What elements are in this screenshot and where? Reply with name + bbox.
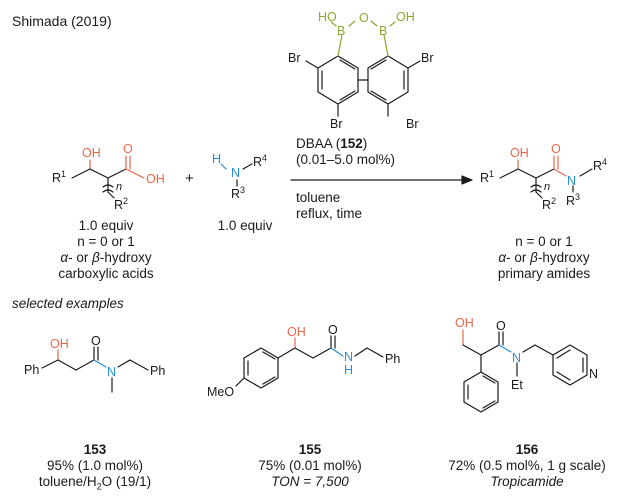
acid-structure <box>71 155 145 199</box>
section-label-selected-examples: selected examples <box>12 296 124 311</box>
amine-atom-R4: R4 <box>253 153 267 169</box>
amine-atom-N: N <box>231 166 240 180</box>
pyridine-ring <box>552 344 588 386</box>
example-153-structure <box>41 346 149 393</box>
catalyst-atom-B1: B <box>337 24 345 38</box>
catalyst-br-top-left: Br <box>288 51 301 65</box>
product-atom-N: N <box>567 174 576 188</box>
example-153-yield: 95% (1.0 mol%) <box>46 458 144 473</box>
acid-atom-O: O <box>123 142 133 156</box>
acid-atom-OH: OH <box>146 172 165 186</box>
product-class-line1: α- or β-hydroxy <box>498 250 590 265</box>
ex155-atom-O: O <box>328 323 338 337</box>
example-156-structure <box>462 329 588 413</box>
product-atom-R2: R2 <box>542 196 556 212</box>
ex156-atom-N: N <box>512 351 521 365</box>
catalyst-label: DBAA (152) <box>296 136 368 151</box>
ex153-atom-OH: OH <box>50 337 69 351</box>
product-n-values: n = 0 or 1 <box>515 234 573 249</box>
product-atom-R4: R4 <box>593 157 607 173</box>
product-atom-R3: R3 <box>566 192 580 208</box>
example-156-note: Tropicamide <box>490 474 564 489</box>
catalyst-br-bottom-right: Br <box>406 117 419 131</box>
acid-atom-OH-top: OH <box>82 146 101 160</box>
example-155-number: 155 <box>298 442 322 457</box>
product-atom-n: n <box>544 181 550 193</box>
catalyst-br-top-right: Br <box>421 51 434 65</box>
catalyst-atom-OH: OH <box>396 10 415 24</box>
amine-structure <box>220 163 253 187</box>
acid-atom-R1: R1 <box>52 169 66 185</box>
catalyst-loading: (0.01–5.0 mol%) <box>296 152 396 167</box>
example-153-number: 153 <box>83 442 107 457</box>
ex155-atom-N: N <box>344 350 353 364</box>
ex153-atom-N: N <box>107 365 116 379</box>
ex153-atom-Ph-left: Ph <box>24 363 39 377</box>
ex155-atom-Ph: Ph <box>385 352 400 366</box>
product-atom-R1: R1 <box>480 169 494 185</box>
ex153-atom-O: O <box>91 334 101 348</box>
ex153-atom-Ph-right: Ph <box>150 364 165 378</box>
catalyst-atom-B2: B <box>379 24 387 38</box>
acid-atom-n: n <box>116 181 122 193</box>
product-class-line2: primary amides <box>497 266 591 281</box>
amine-equiv: 1.0 equiv <box>217 218 273 233</box>
ex156-atom-O: O <box>496 319 506 333</box>
ex156-atom-OH: OH <box>455 316 474 330</box>
ex156-atom-Et: Et <box>511 378 523 392</box>
catalyst-br-bottom-left: Br <box>330 117 343 131</box>
reaction-arrow <box>290 175 473 185</box>
product-atom-OH: OH <box>510 146 529 160</box>
product-structure <box>499 155 593 199</box>
acid-class-line2: carboxylic acids <box>58 266 154 281</box>
catalyst-left-ring <box>317 55 359 105</box>
ex155-atom-OH: OH <box>287 325 306 339</box>
amine-atom-R3: R3 <box>231 185 245 201</box>
ex155-atom-H: H <box>344 363 353 377</box>
example-153-note: toluene/H2O (19/1) <box>38 474 152 492</box>
product-atom-O: O <box>551 142 561 156</box>
catalyst-right-ring <box>367 55 409 105</box>
acid-equiv: 1.0 equiv <box>78 218 134 233</box>
ex155-atom-MeO: MeO <box>207 385 234 399</box>
example-155-yield: 75% (0.01 mol%) <box>258 458 362 473</box>
example-155-structure <box>235 335 384 389</box>
catalyst-atom-O: O <box>359 11 369 25</box>
condition-temp: reflux, time <box>296 206 363 221</box>
plus-sign: + <box>185 170 194 187</box>
amine-atom-H: H <box>212 152 221 166</box>
acid-class-line1: α- or β-hydroxy <box>60 250 152 265</box>
phenyl-ring <box>463 371 499 413</box>
acid-n-values: n = 0 or 1 <box>77 234 135 249</box>
example-156-number: 156 <box>515 442 539 457</box>
catalyst-structure <box>305 20 421 117</box>
example-155-ring <box>243 347 279 389</box>
ex156-atom-N-pyridine: N <box>589 367 598 381</box>
catalyst-atom-HO: HO <box>318 10 337 24</box>
acid-atom-R2: R2 <box>114 196 128 212</box>
example-156-yield: 72% (0.5 mol%, 1 g scale) <box>448 458 606 473</box>
condition-solvent: toluene <box>296 190 341 205</box>
citation-label: Shimada (2019) <box>12 13 112 29</box>
example-155-note: TON = 7,500 <box>271 474 349 489</box>
